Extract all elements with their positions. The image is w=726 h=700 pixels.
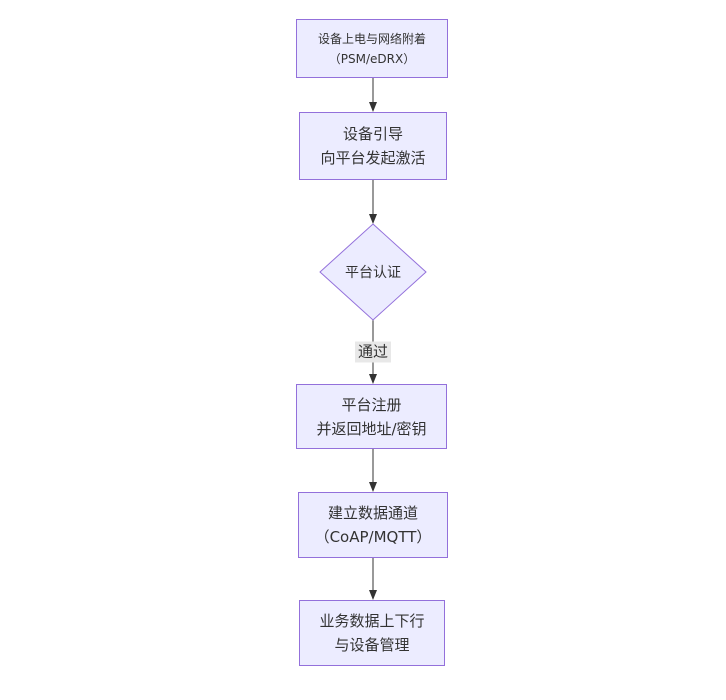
node-platform-register-line1: 平台注册	[341, 395, 402, 414]
node-business-data-line1: 业务数据上下行	[319, 612, 425, 630]
node-business-data: 业务数据上下行 与设备管理	[299, 600, 445, 666]
node-business-data-line2: 与设备管理	[334, 636, 410, 654]
decision-diamond-shape	[319, 223, 427, 321]
node-bootstrap-line1: 设备引导	[342, 125, 403, 143]
node-power-attach: 设备上电与网络附着 （PSM/eDRX）	[296, 19, 448, 78]
node-data-channel: 建立数据通道 （CoAP/MQTT）	[298, 492, 448, 558]
node-platform-register-line2: 并返回地址/密钥	[316, 419, 427, 438]
node-data-channel-line2: （CoAP/MQTT）	[314, 528, 432, 546]
node-power-attach-line2: （PSM/eDRX）	[328, 51, 416, 66]
node-data-channel-line1: 建立数据通道	[327, 504, 418, 522]
node-bootstrap: 设备引导 向平台发起激活	[299, 112, 447, 180]
node-power-attach-line1: 设备上电与网络附着	[317, 31, 426, 46]
node-bootstrap-line2: 向平台发起激活	[320, 149, 426, 167]
node-platform-register: 平台注册 并返回地址/密钥	[296, 384, 447, 449]
edge-label-pass: 通过	[354, 341, 392, 363]
node-platform-auth-label: 平台认证	[345, 265, 401, 281]
